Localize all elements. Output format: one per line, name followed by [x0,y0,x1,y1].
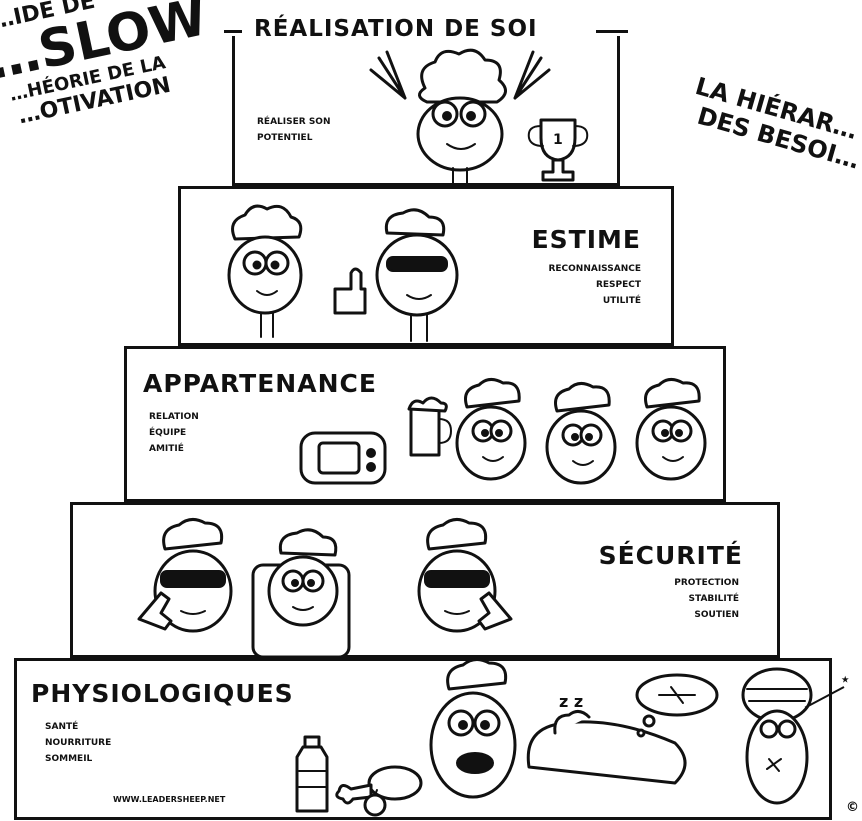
tier-physiologiques-items: SANTÉ NOURRITURE SOMMEIL [45,719,111,767]
sheep-group-illustration [455,378,707,485]
tier-estime-item: UTILITÉ [602,296,641,306]
sunglasses-icon [386,256,448,272]
tier-estime-items: RECONNAISSANCE RESPECT UTILITÉ [548,261,641,309]
pistol-icon [137,591,173,631]
callout-star-icon: ⭑ [842,672,849,686]
bodyguard-sheep-illustration [137,518,513,659]
svg-text:z z: z z [559,692,583,711]
tier-appartenance-title: APPARTENANCE [143,369,377,398]
corner-title-left: …IDE DE …SLOW …HÉORIE DE LA …OTIVATION [0,0,221,132]
tier-appartenance-item: RELATION [149,412,199,422]
pyramid-tier-securite: SÉCURITÉ PROTECTION STABILITÉ SOUTIEN [70,502,780,659]
website-url-text: WWW.LEADERSHEEP.NET [113,795,226,804]
tier-realisation-item: POTENTIEL [257,133,313,143]
sheep-eating-sleeping-illustration: z z [429,658,813,805]
sheep-celebrating-illustration [369,48,551,187]
sheep-illustration [227,204,303,338]
tier-physiologiques-item: NOURRITURE [45,738,112,748]
pyramid-tier-appartenance: APPARTENANCE RELATION ÉQUIPE AMITIÉ [124,346,726,502]
tier-appartenance-items: RELATION ÉQUIPE AMITIÉ [149,409,199,457]
tier-realisation-title: RÉALISATION DE SOI [254,16,538,42]
drumstick-icon [335,765,423,805]
water-bottle-icon [295,735,329,813]
pyramid-tier-realisation: RÉALISER SON POTENTIEL 1 [232,36,620,187]
tier-physiologiques-item: SANTÉ [45,722,79,732]
tier-securite-item: STABILITÉ [688,594,739,604]
tier-physiologiques-title: PHYSIOLOGIQUES [31,679,294,708]
header-rule-right [596,30,628,33]
tier-estime-item: RECONNAISSANCE [548,264,641,274]
tier-realisation-header: RÉALISATION DE SOI [224,16,628,46]
tier-securite-title: SÉCURITÉ [598,541,743,570]
tier-securite-item: SOUTIEN [694,610,739,620]
tier-realisation-item: RÉALISER SON [257,117,331,127]
tier-appartenance-item: AMITIÉ [149,444,184,454]
header-rule-left [224,30,242,33]
tier-securite-items: PROTECTION STABILITÉ SOUTIEN [674,575,739,623]
tier-estime-title: ESTIME [531,225,641,254]
tier-physiologiques-item: SOMMEIL [45,754,93,764]
trophy-icon: 1 [527,118,589,182]
thumbs-up-icon [333,267,367,315]
pyramid-tier-physiologiques: PHYSIOLOGIQUES SANTÉ NOURRITURE SOMMEIL … [14,658,832,820]
apple-icon [363,789,387,817]
corner-title-right: LA HIÉRAR… DES BESOI… [685,72,862,175]
tier-realisation-items: RÉALISER SON POTENTIEL [257,114,331,146]
pyramid-tier-estime: ESTIME RECONNAISSANCE RESPECT UTILITÉ [178,186,674,346]
bandage-icon [741,667,813,805]
copyright-symbol: © [846,800,859,815]
beer-mug-icon [407,396,453,457]
sheep-thumbs-up-illustration [333,208,459,342]
gaming-console-icon [299,431,387,485]
tier-securite-item: PROTECTION [674,578,739,588]
trophy-label: 1 [553,132,563,148]
tier-appartenance-item: ÉQUIPE [149,428,187,438]
tier-estime-item: RESPECT [595,280,641,290]
thought-bubble-icon [635,673,719,738]
